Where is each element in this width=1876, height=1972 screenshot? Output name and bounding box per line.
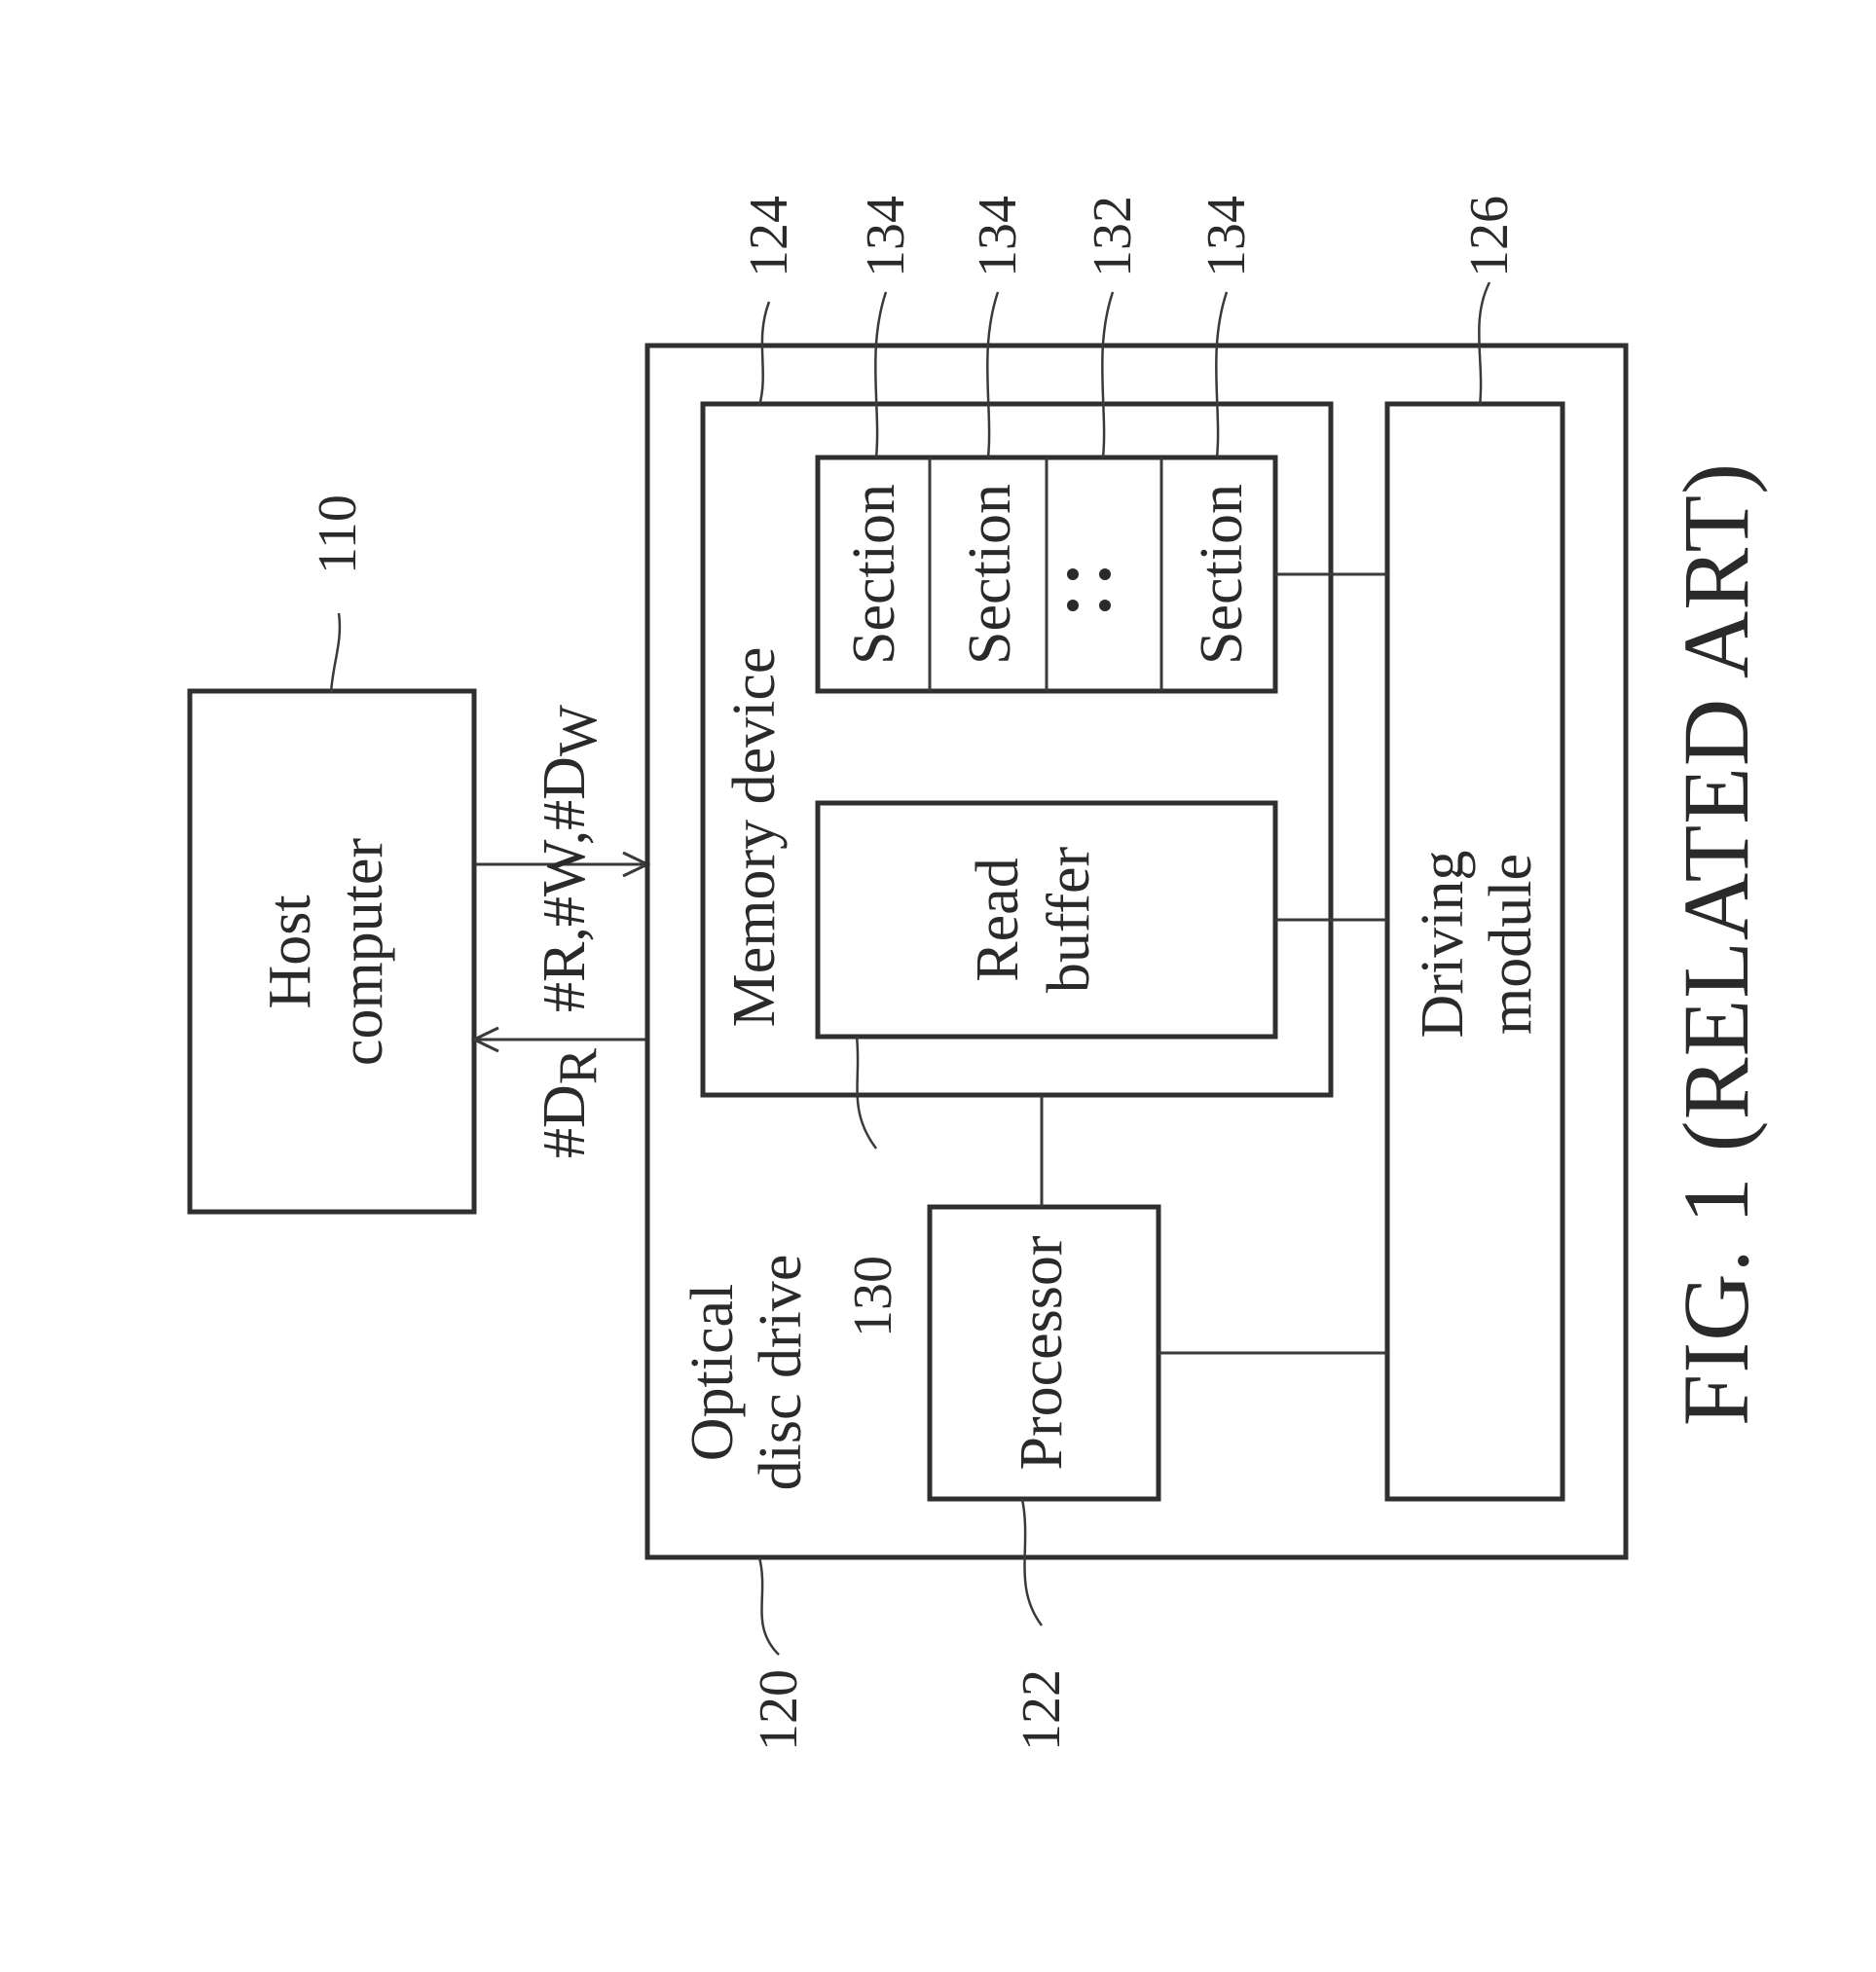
ref-126: 126 (1459, 196, 1520, 406)
host-computer-label-line1: Host (257, 895, 323, 1008)
ref-122-label: 122 (1012, 1669, 1072, 1751)
ref-110: 110 (308, 494, 368, 693)
ref-134-b-label: 134 (968, 196, 1028, 277)
figure-title: FIG. 1 (RELATED ART) (1664, 462, 1768, 1426)
signal-to-host-label: #DR (532, 1047, 608, 1158)
section-ellipsis (1067, 568, 1111, 611)
ref-124-label: 124 (739, 196, 799, 277)
signal-to-host: #DR (474, 1028, 647, 1158)
optical-disc-drive-label-line1: Optical (680, 1284, 746, 1462)
read-buffer-label-line2: buffer (1036, 846, 1102, 993)
signal-to-drive: #R,#W,#DW (474, 705, 647, 1012)
host-computer-block: Host computer (190, 691, 474, 1212)
ref-130-label: 130 (843, 1256, 903, 1337)
read-buffer-block: Read buffer (818, 803, 1275, 1037)
driving-module-label-line2: module (1478, 854, 1544, 1035)
section-label-3: Section (1189, 484, 1255, 665)
ref-120-label: 120 (749, 1669, 809, 1751)
processor-block: Processor (930, 1207, 1159, 1499)
host-computer-label-line2: computer (329, 838, 395, 1066)
section-label-2: Section (957, 484, 1023, 665)
driving-module-block: Driving module (1387, 404, 1563, 1499)
signal-to-drive-label: #R,#W,#DW (532, 705, 608, 1012)
optical-disc-drive-label-line2: disc drive (748, 1255, 814, 1491)
memory-device-label: Memory device (721, 647, 788, 1028)
processor-label: Processor (1009, 1235, 1075, 1470)
ref-122: 122 (1012, 1499, 1072, 1751)
ref-132-label: 132 (1083, 196, 1143, 277)
ref-126-label: 126 (1459, 196, 1520, 277)
section-label-1: Section (841, 484, 907, 665)
read-buffer-label-line1: Read (965, 858, 1031, 981)
driving-module-label-line1: Driving (1410, 851, 1476, 1039)
ref-134-c: 134 (1196, 196, 1257, 457)
ref-132: 132 (1083, 196, 1143, 457)
ref-110-label: 110 (308, 494, 368, 574)
ref-134-a-label: 134 (856, 196, 916, 277)
ref-134-a: 134 (856, 196, 916, 457)
section-stack: Section Section Section (818, 457, 1275, 691)
ref-134-b: 134 (968, 196, 1028, 457)
ref-134-c-label: 134 (1196, 196, 1257, 277)
ref-124: 124 (739, 196, 799, 406)
ref-120: 120 (749, 1557, 809, 1751)
ref-130: 130 (843, 1037, 903, 1337)
